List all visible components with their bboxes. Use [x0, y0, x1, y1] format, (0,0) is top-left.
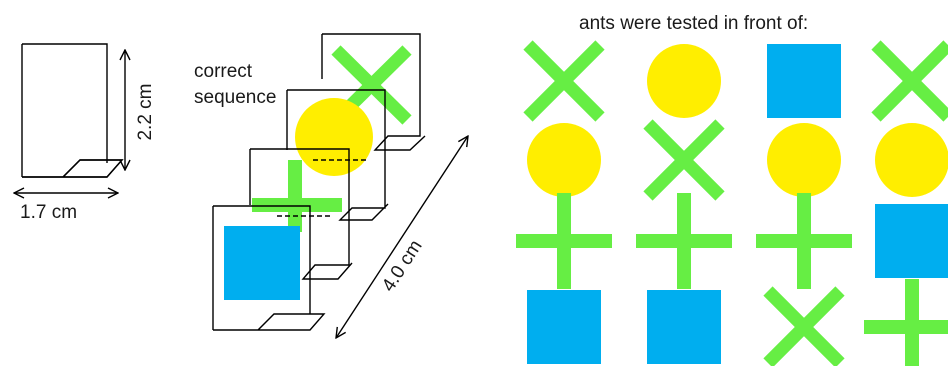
grid-item-yellow-circle — [875, 123, 948, 197]
circle-shape — [527, 123, 601, 197]
grid-item-blue-square — [647, 290, 721, 364]
circle-shape — [767, 123, 841, 197]
sequence-label: sequence — [194, 87, 276, 108]
square-shape — [527, 290, 601, 364]
correct-label: correct — [194, 61, 253, 82]
grid-item-blue-square — [875, 204, 948, 278]
grid-item-yellow-circle — [527, 123, 601, 197]
square-shape — [647, 290, 721, 364]
sequence-shape-1 — [224, 226, 300, 300]
circle-shape — [875, 123, 948, 197]
width-label: 1.7 cm — [20, 202, 77, 223]
circle-shape — [647, 44, 721, 118]
length-arrow — [336, 136, 468, 338]
grid-item-green-plus — [756, 193, 852, 289]
grid-item-green-x — [763, 286, 845, 366]
test-grid-panel: ants were tested in front of: — [516, 13, 948, 366]
grid-item-green-plus — [636, 193, 732, 289]
grid-item-green-plus — [516, 193, 612, 289]
grid-item-yellow-circle — [767, 123, 841, 197]
sequence-frame-4-base — [373, 124, 426, 151]
sequence-frame-1-base — [213, 313, 326, 331]
length-label: 4.0 cm — [378, 236, 427, 295]
square-shape — [767, 44, 841, 118]
square-shape — [875, 204, 948, 278]
single-frame-panel: 2.2 cm 1.7 cm — [14, 43, 156, 223]
plus-horizontal — [636, 234, 732, 248]
sequence-frame-3-base — [338, 196, 389, 221]
single-frame — [21, 43, 124, 178]
sequence-panel: correct sequence — [194, 33, 468, 338]
test-grid — [516, 40, 948, 366]
plus-horizontal — [756, 234, 852, 248]
plus-vertical — [288, 160, 302, 232]
grid-item-green-x — [871, 40, 948, 122]
grid-item-green-x — [643, 119, 725, 201]
x-stroke-b — [871, 40, 948, 122]
single-frame-base — [22, 159, 124, 178]
x-stroke-b — [643, 119, 725, 201]
sequence-frame-1 — [212, 205, 326, 331]
x-stroke-b — [763, 286, 845, 366]
sequence-shape-2 — [252, 160, 342, 232]
grid-item-blue-square — [527, 290, 601, 364]
grid-item-green-plus — [864, 279, 948, 366]
plus-horizontal — [864, 320, 948, 334]
sequence-frame-1-outline — [212, 205, 311, 330]
grid-item-green-x — [523, 40, 605, 122]
x-stroke-b — [523, 40, 605, 122]
plus-horizontal — [252, 198, 342, 212]
grid-item-blue-square — [767, 44, 841, 118]
height-label: 2.2 cm — [135, 83, 156, 140]
grid-title: ants were tested in front of: — [579, 13, 808, 34]
grid-item-yellow-circle — [647, 44, 721, 118]
plus-horizontal — [516, 234, 612, 248]
sequence-shape-3 — [295, 98, 373, 176]
sequence-frame-4-outline — [321, 33, 421, 124]
